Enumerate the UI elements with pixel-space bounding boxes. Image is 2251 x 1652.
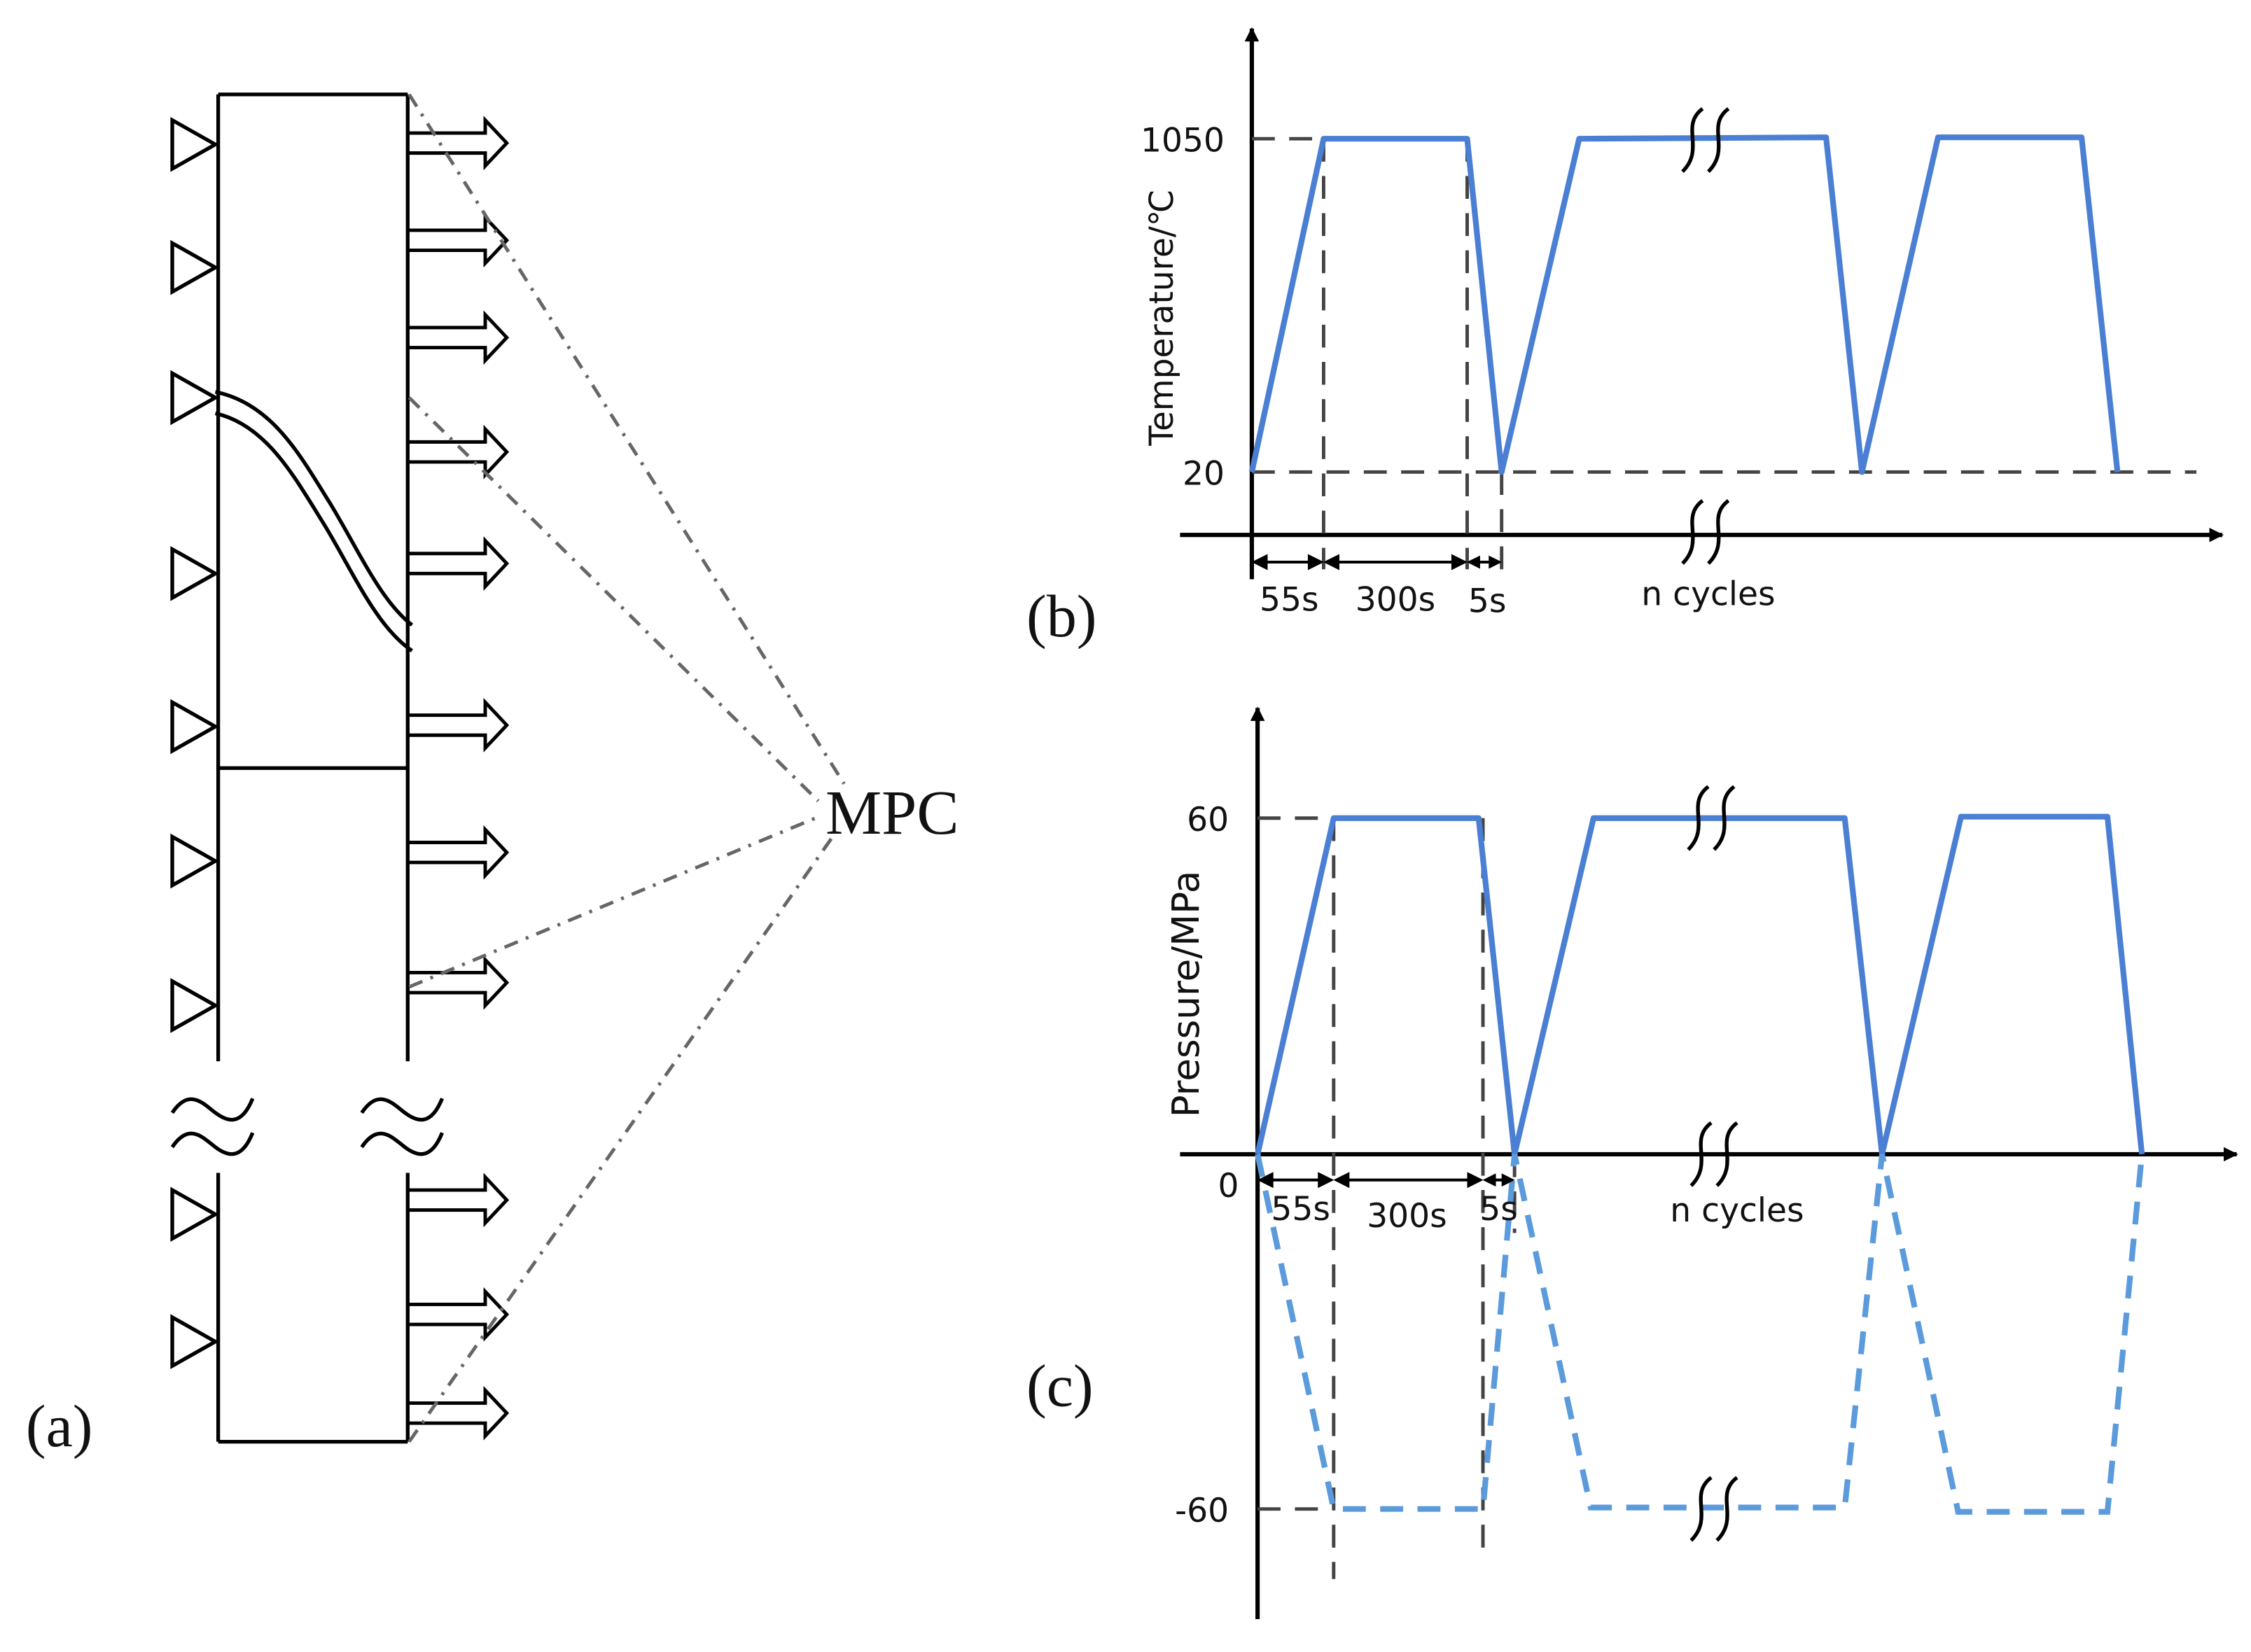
panel-a-diagram: MPC (a) bbox=[26, 92, 959, 1460]
pressure-y-axis-label: Pressure/MPa bbox=[1164, 871, 1208, 1118]
mpc-label: MPC bbox=[825, 778, 959, 848]
temperature-interval-55s: 55s bbox=[1260, 581, 1319, 620]
temperature-cycles-label: n cycles bbox=[1641, 575, 1775, 613]
temperature-tick-20: 20 bbox=[1183, 455, 1225, 493]
pressure-positive-line bbox=[1255, 813, 2145, 1158]
pressure-interval-300s: 300s bbox=[1367, 1197, 1447, 1236]
temperature-y-axis-label: Temperature/℃ bbox=[1143, 190, 1181, 447]
panel-b-label: (b) bbox=[1026, 582, 1096, 650]
temperature-tick-1050: 1050 bbox=[1141, 122, 1225, 160]
panel-c-chart: (c) Pressure/MPa 60 0 -60 bbox=[1026, 706, 2238, 1620]
temperature-interval-300s: 300s bbox=[1356, 581, 1436, 620]
pressure-interval-55s: 55s bbox=[1271, 1190, 1330, 1228]
temperature-interval-arrows bbox=[1251, 554, 1503, 570]
temperature-guide-lines bbox=[1251, 136, 2197, 570]
panel-a-label: (a) bbox=[26, 1392, 93, 1460]
temperature-interval-5s: 5s bbox=[1468, 582, 1507, 621]
temperature-profile-line bbox=[1248, 134, 2121, 475]
support-triangle bbox=[170, 117, 219, 1369]
break-symbol-right bbox=[360, 1097, 444, 1156]
panel-c-label: (c) bbox=[1026, 1352, 1094, 1420]
mpc-connector-lines bbox=[407, 93, 846, 1443]
pressure-interval-arrows bbox=[1257, 1172, 1515, 1189]
crack-curve bbox=[214, 390, 414, 652]
pressure-interval-5s: 5s bbox=[1479, 1190, 1518, 1228]
break-symbol-left bbox=[170, 1097, 255, 1156]
model-outline bbox=[216, 92, 410, 1444]
pressure-tick-60: 60 bbox=[1187, 801, 1229, 839]
pressure-axis-break bbox=[1687, 785, 1738, 1542]
load-arrow bbox=[409, 115, 510, 1441]
pressure-cycles-label: n cycles bbox=[1670, 1191, 1804, 1230]
pressure-negative-line bbox=[1255, 1154, 2145, 1515]
pressure-tick-minus60: -60 bbox=[1175, 1492, 1229, 1530]
pressure-guide-lines bbox=[1257, 816, 1517, 1579]
pressure-tick-0: 0 bbox=[1218, 1167, 1239, 1205]
panel-b-chart: (b) Temperature/℃ 1050 20 bbox=[1026, 27, 2224, 650]
temperature-axis-break bbox=[1681, 107, 1730, 565]
